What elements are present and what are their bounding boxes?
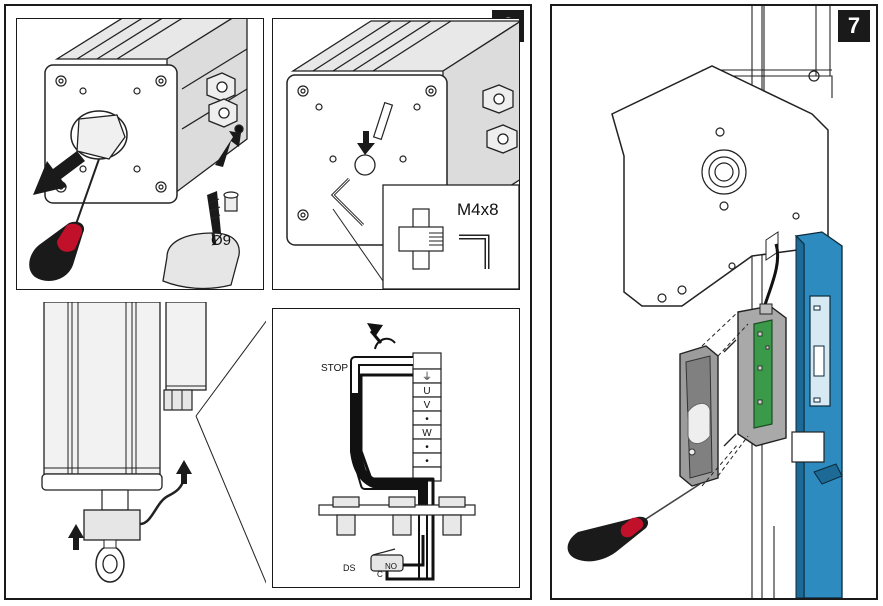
terminal-label: • <box>425 414 429 425</box>
switch-ds-label: DS <box>343 563 356 573</box>
terminal-label: U <box>423 386 430 397</box>
circuit-board <box>753 319 773 429</box>
mounting-illustration <box>567 6 843 598</box>
wiring-diagram: ⏚ U V • W • • STOP <box>318 323 476 581</box>
arrow-up-icon <box>68 524 84 550</box>
step-6-panel: 6 <box>4 4 532 600</box>
screw-illustration: M4x8 <box>286 20 519 289</box>
step-6-subpanel-wiring: ⏚ U V • W • • STOP <box>272 308 520 588</box>
terminal-label: • <box>425 442 429 453</box>
screw-spec-label: M4x8 <box>457 200 499 219</box>
drill-illustration: Ø9 <box>29 19 248 289</box>
step-7-badge: 7 <box>838 10 870 42</box>
arrow-left-icon <box>33 151 85 195</box>
switch-c-label: C <box>377 570 383 579</box>
arrow-up-icon <box>215 131 241 167</box>
step-7-panel: 7 <box>550 4 878 600</box>
rotate-arrow-icon <box>367 323 383 337</box>
step-6-actuator-view <box>16 302 266 596</box>
step-6-subpanel-drill: Ø9 <box>16 18 264 290</box>
terminal-label: ⏚ <box>422 371 432 383</box>
terminal-label: W <box>422 428 432 439</box>
actuator-illustration <box>41 302 266 584</box>
stop-label: STOP <box>321 363 348 374</box>
step-6-subpanel-screw: M4x8 <box>272 18 520 290</box>
terminal-label: V <box>424 400 431 411</box>
drill-chuck <box>162 232 240 289</box>
arrow-up-icon <box>176 460 192 484</box>
drill-bit <box>207 191 221 235</box>
switch-box <box>83 509 141 541</box>
switch-no-label: NO <box>385 562 397 571</box>
drill-size-label: Ø9 <box>211 232 231 249</box>
terminal-label: • <box>425 456 429 467</box>
